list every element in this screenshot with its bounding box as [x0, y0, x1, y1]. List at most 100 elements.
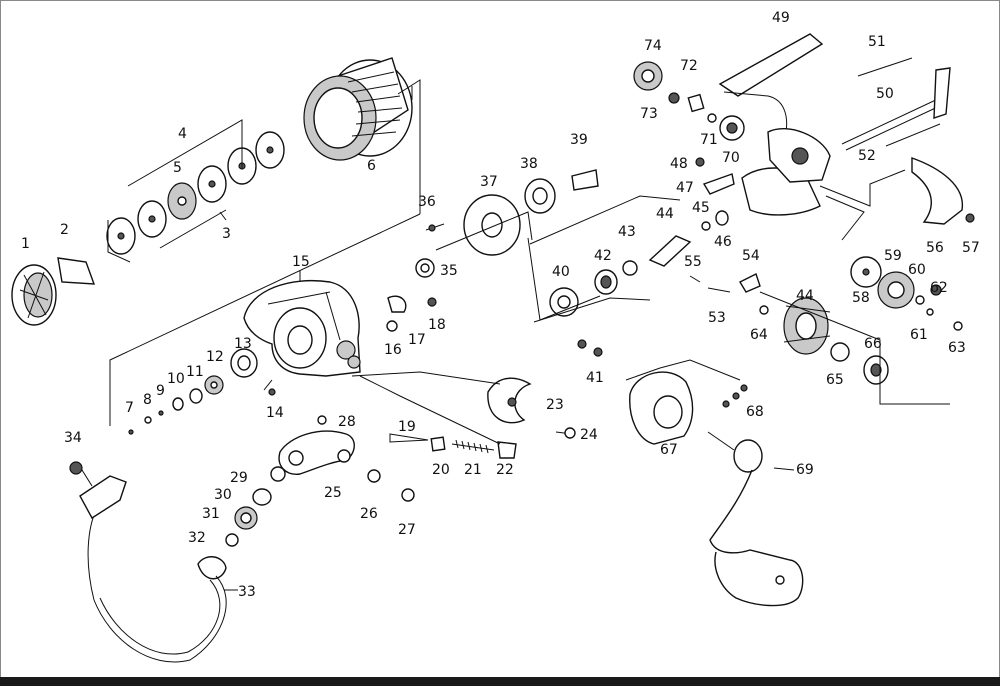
side-plate-part — [629, 371, 748, 445]
label-p69: 69 — [796, 462, 814, 478]
handle-part — [707, 431, 804, 607]
label-p22: 22 — [496, 462, 514, 478]
label-p51: 51 — [868, 34, 886, 50]
bail-arm-parts — [87, 415, 415, 663]
drive-gear-parts — [759, 297, 889, 385]
label-p29: 29 — [230, 470, 248, 486]
label-p46: 46 — [714, 234, 732, 250]
label-p53: 53 — [708, 310, 726, 326]
guard-part — [911, 157, 975, 225]
label-p71: 71 — [700, 132, 718, 148]
label-p44b: 44 — [796, 288, 814, 304]
label-p28: 28 — [338, 414, 356, 430]
label-p50: 50 — [876, 86, 894, 102]
label-p31: 31 — [202, 506, 220, 522]
label-p15: 15 — [292, 254, 310, 270]
label-p2: 2 — [60, 222, 69, 238]
label-p1: 1 — [21, 236, 30, 252]
bail-mount-part — [69, 461, 127, 519]
label-p13: 13 — [234, 336, 252, 352]
label-p36: 36 — [418, 194, 436, 210]
label-p65: 65 — [826, 372, 844, 388]
label-p12: 12 — [206, 349, 224, 365]
label-p70: 70 — [722, 150, 740, 166]
label-p23: 23 — [546, 397, 564, 413]
small-pins-parts — [689, 273, 761, 293]
label-p21: 21 — [464, 462, 482, 478]
label-p6: 6 — [367, 158, 376, 174]
parts-drawing — [11, 33, 975, 663]
drag-cap-part — [57, 257, 96, 285]
label-p11: 11 — [186, 364, 204, 380]
label-p37: 37 — [480, 174, 498, 190]
drag-knob-part — [11, 264, 57, 326]
label-p30: 30 — [214, 487, 232, 503]
label-p52: 52 — [858, 148, 876, 164]
clutch-parts — [415, 169, 599, 278]
rotor-part — [243, 279, 361, 377]
label-p67: 67 — [660, 442, 678, 458]
label-p10: 10 — [167, 371, 185, 387]
label-p59: 59 — [884, 248, 902, 264]
label-p32: 32 — [188, 530, 206, 546]
label-p34: 34 — [64, 430, 82, 446]
label-p9: 9 — [156, 383, 165, 399]
label-p43: 43 — [618, 224, 636, 240]
label-p58: 58 — [852, 290, 870, 306]
label-p18: 18 — [428, 317, 446, 333]
label-p49: 49 — [772, 10, 790, 26]
label-p40: 40 — [552, 264, 570, 280]
label-p44a: 44 — [656, 206, 674, 222]
label-p63: 63 — [948, 340, 966, 356]
label-p7: 7 — [125, 400, 134, 416]
label-p41: 41 — [586, 370, 604, 386]
label-p57: 57 — [962, 240, 980, 256]
label-p16: 16 — [384, 342, 402, 358]
pinion-assembly-parts — [549, 210, 729, 357]
reel-body-part — [718, 33, 951, 216]
stopper-parts — [695, 157, 735, 195]
label-p47: 47 — [676, 180, 694, 196]
bail-arm-small-parts — [386, 295, 437, 332]
label-p42: 42 — [594, 248, 612, 264]
label-p73: 73 — [640, 106, 658, 122]
label-p72: 72 — [680, 58, 698, 74]
line-roller-part — [487, 377, 576, 439]
label-p64: 64 — [750, 327, 768, 343]
drag-washers-part — [106, 131, 285, 255]
label-p60: 60 — [908, 262, 926, 278]
label-p35: 35 — [440, 263, 458, 279]
label-p66: 66 — [864, 336, 882, 352]
label-p62: 62 — [930, 280, 948, 296]
part-labels: 1 2 3 4 5 6 7 8 9 10 11 12 13 14 15 16 1… — [21, 10, 980, 600]
label-p54: 54 — [742, 248, 760, 264]
spool-part — [303, 57, 413, 161]
label-p3: 3 — [222, 226, 231, 242]
label-p19: 19 — [398, 419, 416, 435]
pinion-parts — [128, 348, 276, 435]
label-p45: 45 — [692, 200, 710, 216]
label-p74: 74 — [644, 38, 662, 54]
label-p61: 61 — [910, 327, 928, 343]
label-p24: 24 — [580, 427, 598, 443]
label-p48: 48 — [670, 156, 688, 172]
label-p27: 27 — [398, 522, 416, 538]
label-p39: 39 — [570, 132, 588, 148]
label-p8: 8 — [143, 392, 152, 408]
label-p17: 17 — [408, 332, 426, 348]
label-p56: 56 — [926, 240, 944, 256]
label-p20: 20 — [432, 462, 450, 478]
bail-trip-parts — [389, 433, 517, 459]
label-p14: 14 — [266, 405, 284, 421]
label-p25: 25 — [324, 485, 342, 501]
label-p4: 4 — [178, 126, 187, 142]
label-p38: 38 — [520, 156, 538, 172]
label-p26: 26 — [360, 506, 378, 522]
label-p33: 33 — [238, 584, 256, 600]
label-p68: 68 — [746, 404, 764, 420]
oscillation-parts — [633, 61, 745, 141]
label-p5: 5 — [173, 160, 182, 176]
label-p55: 55 — [684, 254, 702, 270]
leader-lines — [81, 79, 950, 591]
